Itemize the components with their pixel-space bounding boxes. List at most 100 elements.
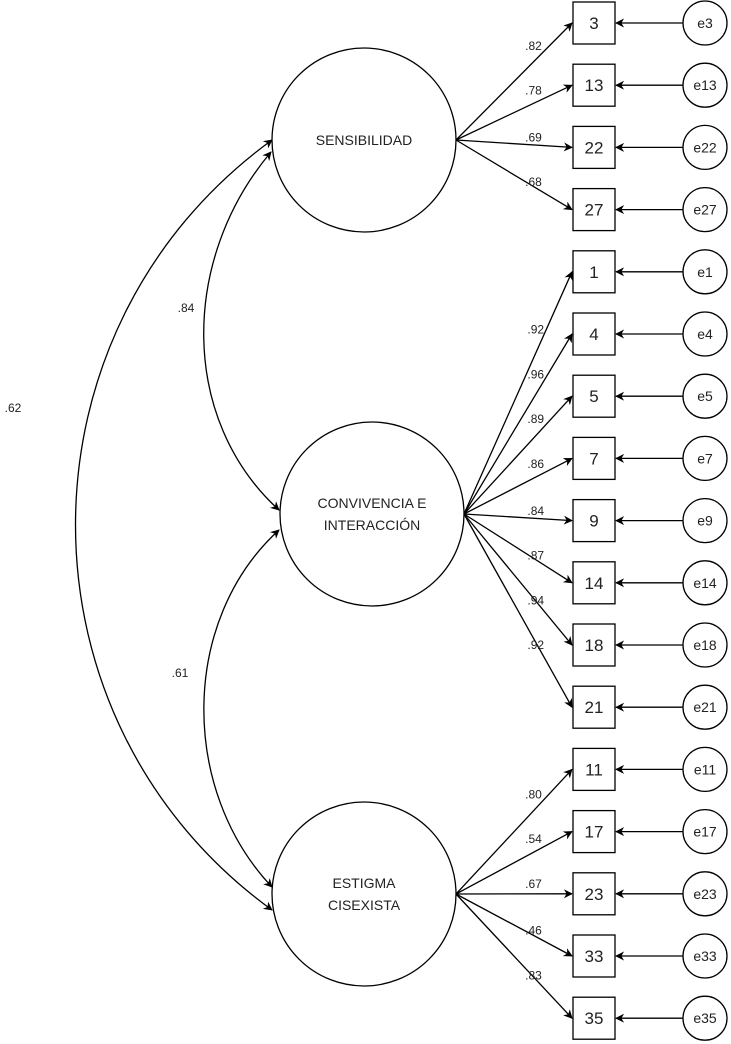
indicator-box <box>572 809 616 854</box>
loading-arrow <box>455 139 573 152</box>
latent-label: CISEXISTA <box>328 897 401 913</box>
loading-value: .68 <box>525 175 542 189</box>
error-label: e27 <box>693 202 717 218</box>
indicator: 5 e5 <box>572 373 728 419</box>
error-label: e4 <box>697 326 713 342</box>
error-circle <box>682 62 728 108</box>
loading-value: .87 <box>527 549 544 563</box>
error-label: e3 <box>697 15 713 31</box>
indicator-label: 5 <box>589 387 598 406</box>
error-circle <box>682 933 728 979</box>
error-label: e5 <box>697 388 713 404</box>
indicator: 14 e14 <box>572 560 728 606</box>
error-circle <box>682 124 728 171</box>
indicator: 27 e27 <box>572 186 728 233</box>
error-label: e21 <box>693 699 717 715</box>
latent-factor: SENSIBILIDAD <box>271 47 457 233</box>
latent-circle <box>271 47 457 233</box>
loading-value: .46 <box>525 924 542 938</box>
loading-arrow <box>455 84 573 141</box>
indicator-label: 35 <box>585 1009 604 1028</box>
indicator: 1 e1 <box>572 249 728 295</box>
loading-value: .86 <box>527 457 544 471</box>
error-label: e9 <box>697 513 713 529</box>
indicator-label: 14 <box>585 574 604 593</box>
indicator-label: 17 <box>585 823 604 842</box>
error-circle <box>682 808 728 855</box>
indicator-label: 22 <box>585 138 604 157</box>
indicator: 17 e17 <box>572 808 728 855</box>
indicator-label: 1 <box>589 263 598 282</box>
indicator-box <box>572 1 616 45</box>
indicator-box <box>572 872 616 916</box>
loading-arrow <box>455 893 573 957</box>
loading-layer: .82.78.69.68.92.96.89.86.84.87.94.92.80.… <box>455 22 573 1019</box>
error-circle <box>682 249 728 295</box>
loading-arrow <box>463 513 573 646</box>
indicator-label: 27 <box>585 201 604 220</box>
indicator-box <box>572 312 616 356</box>
loading-arrow <box>463 333 573 515</box>
loading-value: .83 <box>525 968 542 982</box>
latent-circle <box>271 801 457 987</box>
indicator-box <box>572 125 616 170</box>
indicator-box <box>572 934 616 978</box>
loading-arrow <box>463 270 573 515</box>
indicator-box <box>572 63 616 107</box>
indicator-box <box>572 561 616 605</box>
latent-label: CONVIVENCIA E <box>318 495 427 511</box>
loading-arrow <box>455 831 573 895</box>
error-circle <box>682 560 728 606</box>
indicator-label: 13 <box>585 76 604 95</box>
indicator: 33 e33 <box>572 933 728 979</box>
loading-value: .67 <box>525 877 542 891</box>
error-circle <box>682 435 728 482</box>
error-label: e14 <box>693 575 717 591</box>
indicator-label: 18 <box>585 636 604 655</box>
error-circle <box>682 746 728 793</box>
indicator: 21 e21 <box>572 684 728 730</box>
error-label: e1 <box>697 264 713 280</box>
indicator-label: 7 <box>589 449 598 468</box>
covariance-value: .84 <box>178 301 195 315</box>
error-label: e23 <box>693 886 717 902</box>
loading-value: .84 <box>527 504 544 518</box>
loading-arrow <box>455 768 573 895</box>
covariance-layer: .84.61.62 <box>5 139 280 911</box>
loading-arrow <box>463 513 573 708</box>
error-label: e33 <box>693 948 717 964</box>
indicator-box <box>572 436 616 481</box>
error-circle <box>682 311 728 357</box>
loading-arrow <box>455 893 573 1019</box>
indicator-box <box>572 374 616 418</box>
loading-arrow <box>463 457 573 515</box>
error-label: e17 <box>693 824 717 840</box>
covariance-value: .61 <box>172 666 189 680</box>
error-circle <box>682 622 728 668</box>
indicator-label: 33 <box>585 947 604 966</box>
loading-arrow <box>463 513 573 525</box>
loading-value: .80 <box>525 787 542 801</box>
loading-value: .92 <box>527 323 544 337</box>
error-circle <box>682 871 728 917</box>
covariance-arrow <box>203 529 280 888</box>
error-circle <box>682 0 728 46</box>
error-label: e22 <box>693 139 717 155</box>
loading-value: .94 <box>527 593 544 607</box>
indicator-box <box>572 250 616 294</box>
indicator-box <box>572 623 616 667</box>
error-label: e11 <box>694 761 717 777</box>
indicator-label: 21 <box>585 698 604 717</box>
latent-label: SENSIBILIDAD <box>316 132 412 148</box>
error-circle <box>682 684 728 730</box>
